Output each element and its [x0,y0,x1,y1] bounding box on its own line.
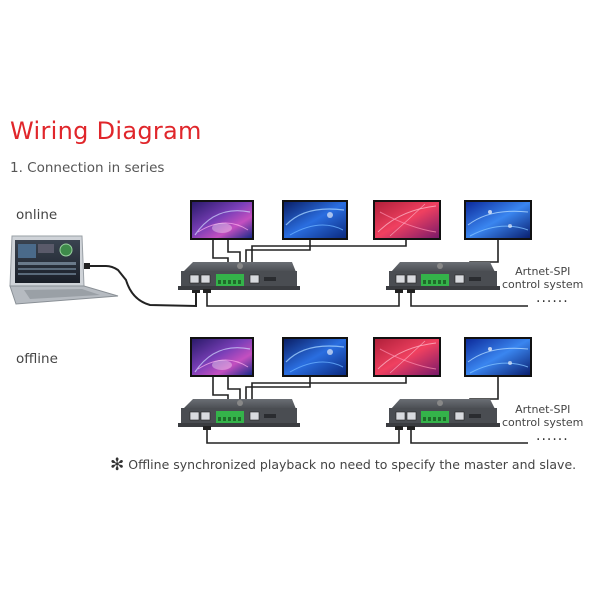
led-panel-2 [282,200,348,240]
online-series-cable-out [410,289,528,307]
offline-series-cable [206,426,400,444]
footnote-text: Offline synchronized playback no need to… [128,457,577,472]
page-title: Wiring Diagram [10,117,202,145]
online-label: online [16,207,58,223]
footnote: ✻Offline synchronized playback no need t… [110,455,576,475]
rj45-plug-icon [84,263,90,269]
offline-system-label: Artnet-SPI control system [502,403,583,429]
controller-unit-3 [178,399,300,427]
online-continuation-dots: ...... [536,290,569,306]
led-panel-8 [464,337,532,377]
led-panel-5 [190,337,254,377]
controller-unit-2 [386,262,500,290]
offline-system-label-line2: control system [502,416,584,429]
controller-unit-4 [386,399,500,427]
led-panel-7 [373,337,441,377]
offline-group [178,337,532,444]
led-panel-4 [464,200,532,240]
asterisk-icon: ✻ [110,455,125,475]
offline-label: offline [16,351,58,367]
online-system-label: Artnet-SPI control system [502,265,583,291]
online-group [9,200,532,308]
offline-system-label-line1: Artnet-SPI [515,403,571,416]
offline-series-cable-out [410,426,528,444]
online-series-cable [206,289,400,307]
section-subtitle: 1. Connection in series [10,160,165,176]
online-system-label-line1: Artnet-SPI [515,265,571,278]
controller-unit-1 [178,262,300,290]
offline-continuation-dots: ...... [536,428,569,444]
laptop-icon [9,235,119,305]
rj45-plug-icon [192,289,200,293]
online-system-label-line2: control system [502,278,584,291]
led-panel-3 [373,200,441,240]
led-panel-6 [282,337,348,377]
online-ethernet-cable [88,265,197,308]
led-panel-1 [190,200,254,240]
